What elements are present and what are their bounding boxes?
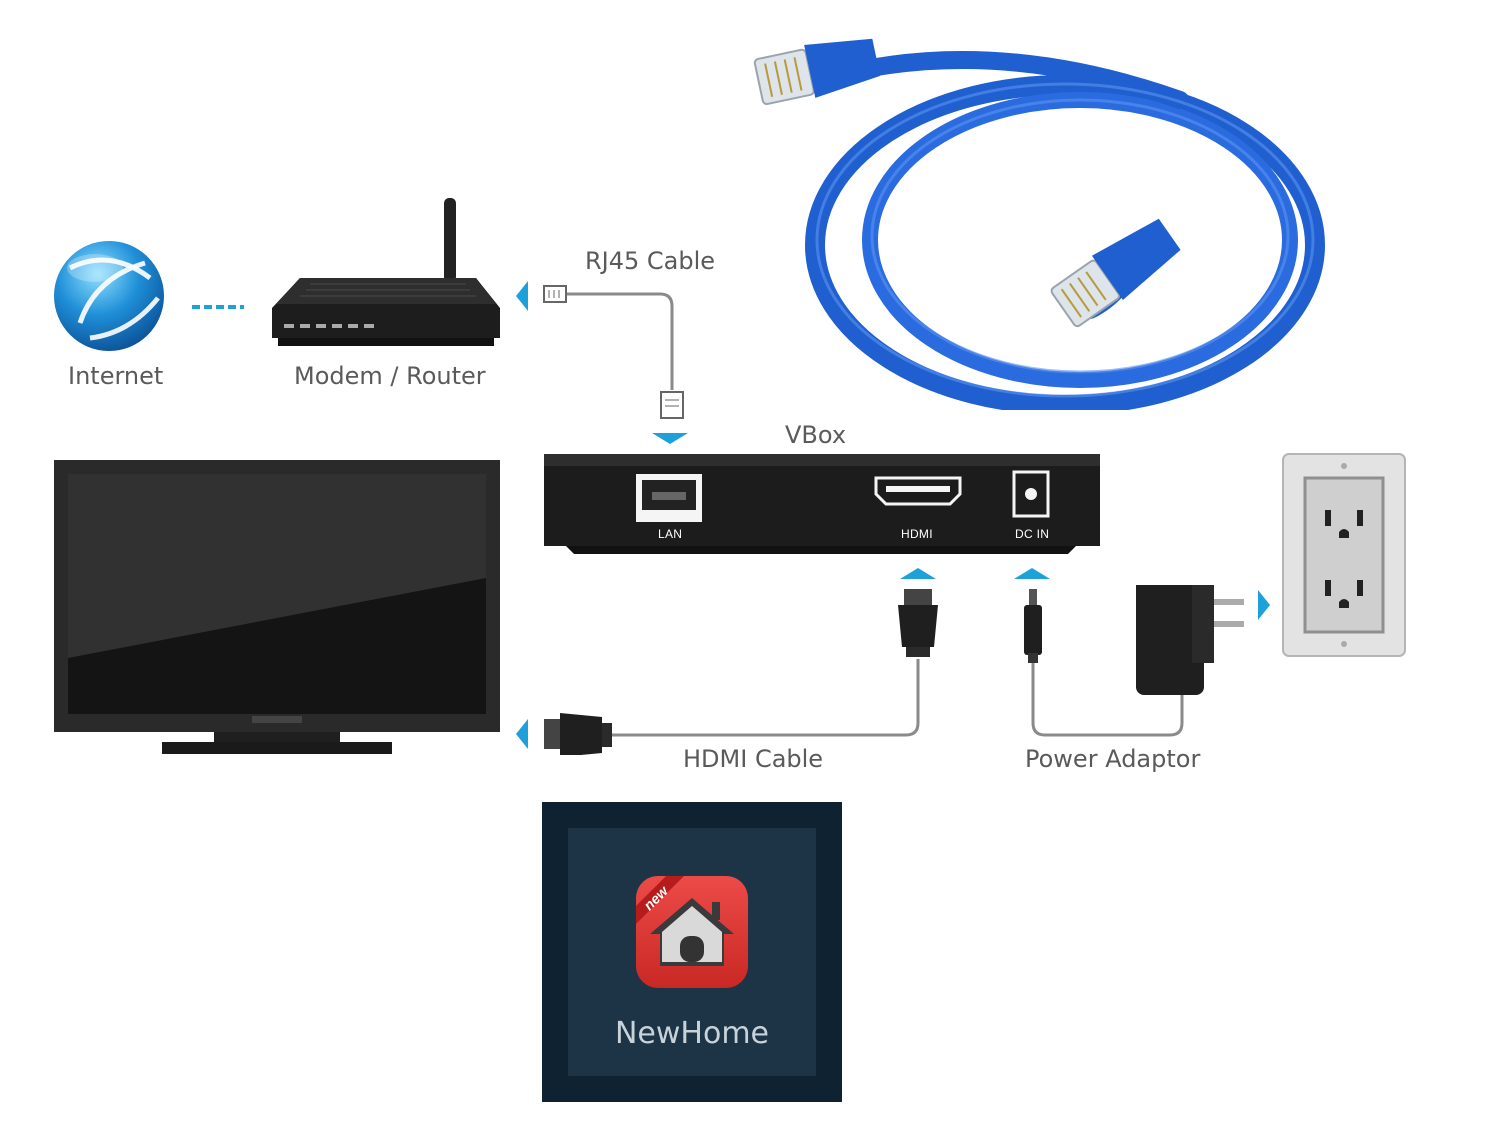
tv-icon [54,460,500,754]
app-tile[interactable]: new NewHome [542,802,842,1102]
rj45-cable-line [543,285,684,419]
arrow-to-router [516,281,528,311]
globe-icon [54,241,164,351]
router-icon [272,198,500,346]
power-cable-line [1024,585,1244,737]
dc-in-port-label: DC IN [1015,527,1050,541]
connection-dashes [192,305,244,309]
hdmi-port-label: HDMI [901,527,933,541]
vbox-device [544,454,1100,554]
vbox-label: VBox [785,421,847,449]
hdmi-cable-label: HDMI Cable [683,745,824,773]
lan-port-label: LAN [658,527,683,541]
arrow-to-dc [1014,568,1050,579]
power-adaptor-label: Power Adaptor [1025,745,1201,773]
internet-label: Internet [68,362,164,390]
arrow-to-lan [652,433,688,444]
rj45-label: RJ45 Cable [585,247,716,275]
app-tile-inner: new NewHome [568,828,816,1076]
arrow-to-hdmi [900,568,936,579]
arrow-to-tv [516,719,528,749]
wall-outlet-icon [1282,453,1406,657]
newhome-app-icon[interactable]: new [636,876,748,988]
arrow-to-outlet [1258,590,1270,620]
router-label: Modem / Router [294,362,486,390]
hdmi-cable-line [544,589,938,755]
ethernet-cable-photo [753,38,1325,410]
app-name-label: NewHome [614,1016,770,1051]
house-icon [636,876,734,966]
